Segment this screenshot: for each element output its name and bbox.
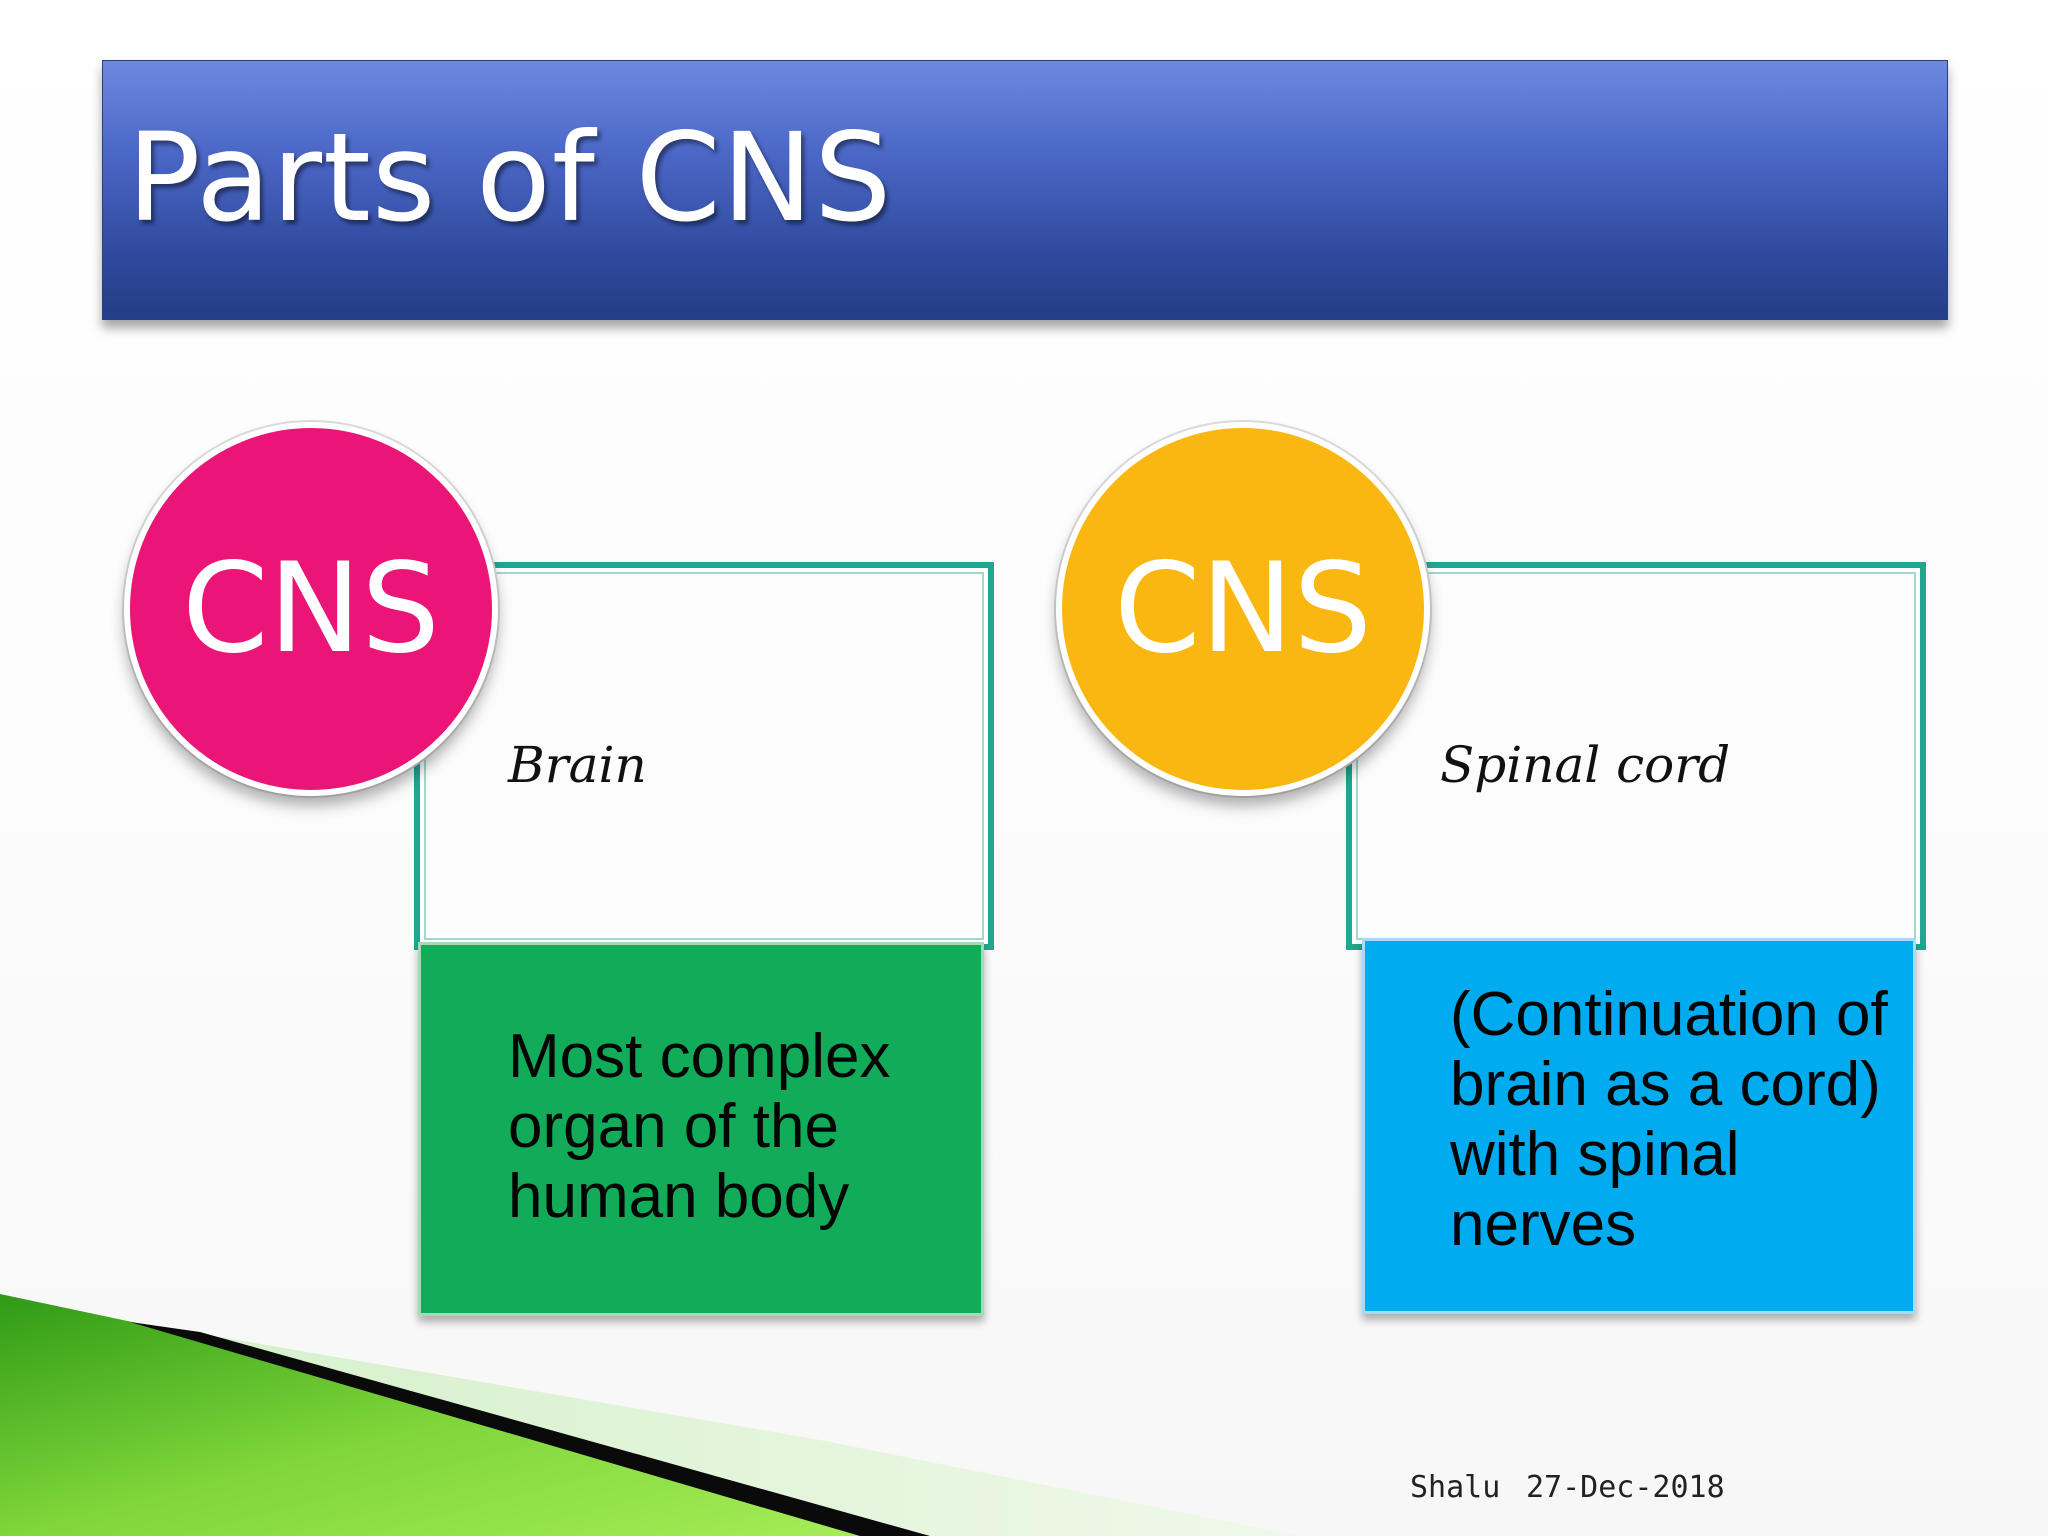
footer-author: Shalu [1410,1470,1501,1505]
brain-description-box [418,942,984,1316]
cns-circle-label: CNS [181,537,441,681]
spinal-cord-outline-box [1346,562,1926,950]
footer-date: 27-Dec-2018 [1526,1470,1725,1505]
slide-title: Parts of CNS [127,107,893,249]
pale-green-band [0,1300,1300,1536]
spinal-cord-description-box [1362,938,1916,1314]
black-stripe [130,1322,930,1536]
green-wedge [0,1294,930,1536]
title-banner: Parts of CNS [102,60,1948,320]
spinal-cord-description: (Continuation of brain as a cord) with s… [1450,980,1888,1259]
brain-description: Most complex organ of the human body [508,1022,891,1231]
spinal-cord-label: Spinal cord [1440,736,1731,794]
brain-outline-box [414,562,994,950]
cns-circle-label: CNS [1113,537,1373,681]
cns-circle-gold: CNS [1056,422,1430,796]
brain-label: Brain [508,736,647,794]
cns-circle-pink: CNS [124,422,498,796]
